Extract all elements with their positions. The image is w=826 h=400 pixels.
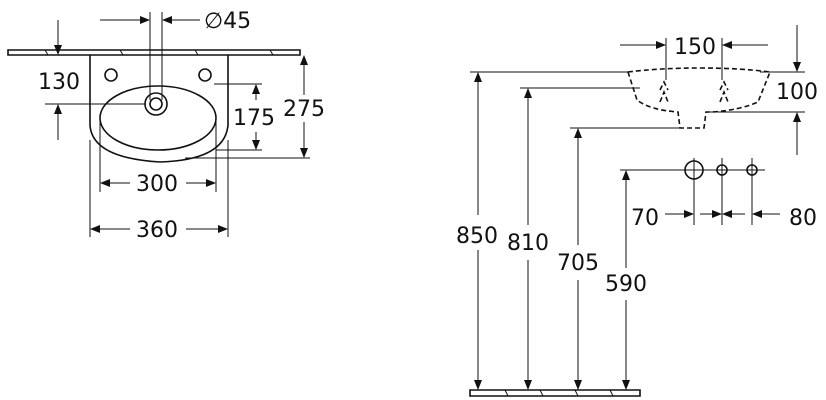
drain-inner [149,97,163,111]
height-590-label: 590 [605,272,647,297]
floor-strip [469,389,641,397]
plan-view: ∅45 130 175 275 300 360 [7,9,325,243]
width-360-label: 360 [136,218,178,243]
spacing-80-label: 80 [789,206,817,231]
tap-hole-right [198,68,212,82]
spacing-150-label: 150 [674,35,716,60]
height-810-label: 810 [507,231,549,256]
depth-130-label: 130 [38,70,80,95]
spacing-70-label: 70 [631,206,659,231]
bowl-outline [99,85,217,151]
wall-strip [7,49,301,56]
depth-275-label: 275 [283,97,325,122]
depth-175-label: 175 [233,106,275,131]
rim-100-label: 100 [776,80,818,105]
width-300-label: 300 [136,172,178,197]
basin-outline [89,55,229,163]
basin-side-outline [626,67,772,129]
side-view: 150 100 70 80 850 810 70 [456,25,818,397]
height-850-label: 850 [456,224,498,249]
height-705-label: 705 [557,251,599,276]
tap-hole-left [104,68,118,82]
drain-diameter-label: ∅45 [204,9,251,34]
drain-outer [144,92,168,116]
